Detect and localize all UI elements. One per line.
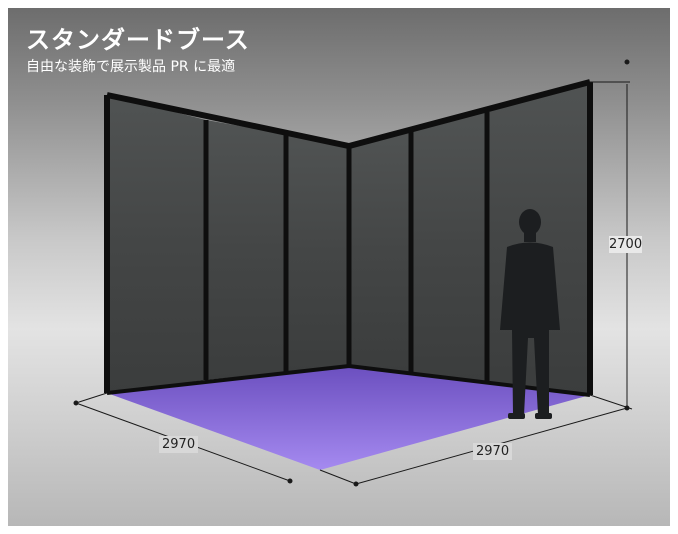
wall-panel-right-2 (411, 112, 487, 381)
wall-panel-right-1 (349, 131, 411, 372)
wall-panel-left-3 (286, 134, 349, 372)
booth-floor (107, 366, 590, 470)
right-width-dimension-label: 2970 (473, 443, 513, 460)
wall-panel-left-2 (206, 120, 286, 380)
person-silhouette (500, 209, 560, 419)
booth-frame (104, 79, 593, 397)
wall-panel-left-1 (107, 95, 206, 393)
height-dimension-label: 2700 (609, 236, 643, 253)
page-title: スタンダードブース (26, 26, 250, 54)
left-width-dimension-label: 2970 (159, 436, 199, 453)
page-subtitle: 自由な装飾で展示製品 PR に最適 (26, 59, 236, 75)
